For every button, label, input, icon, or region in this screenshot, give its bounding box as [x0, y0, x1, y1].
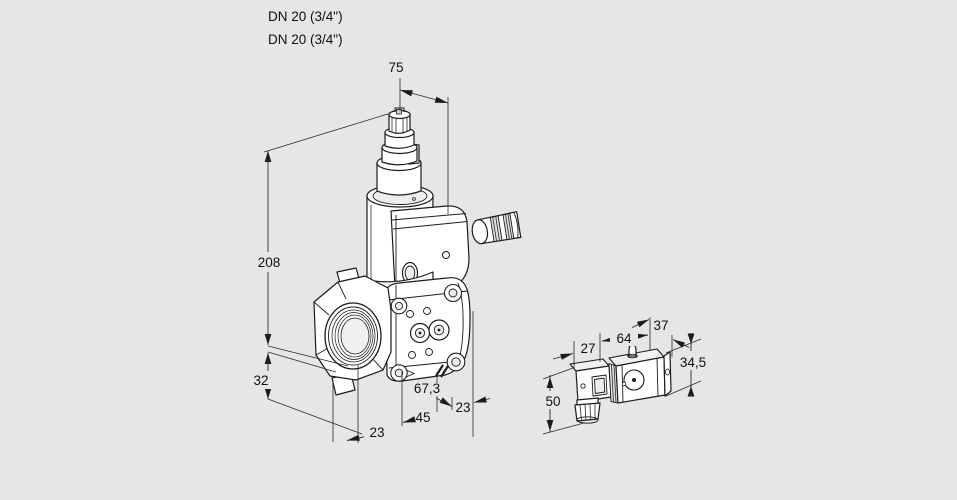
dn-size-label-2: DN 20 (3/4")	[268, 32, 343, 47]
dim-foot-mid-label: 45	[415, 410, 430, 425]
dim-stem-width-label: 75	[388, 60, 403, 75]
dim-port-axis-offset-label: 32	[253, 373, 268, 388]
dim-body-diagonal-label: 67,3	[414, 381, 440, 396]
valve-stem-housing	[376, 162, 422, 196]
valve-flange	[313, 267, 392, 396]
cable-gland-part	[471, 211, 522, 245]
dim-coil-height-label: 34,5	[680, 355, 706, 370]
dim-connector-height-label: 50	[545, 394, 560, 409]
valve-drawing	[313, 107, 522, 396]
coil-drawing	[569, 344, 672, 424]
coil-connector-block	[575, 365, 612, 403]
dim-foot-left-label: 23	[369, 425, 384, 440]
dim-coil-width-label: 37	[653, 318, 668, 333]
dim-overall-height-label: 208	[258, 255, 281, 270]
dim-coil-length-label: 64	[616, 331, 632, 346]
detail-view-dimensions: 27 64 37 34,5 50	[538, 317, 713, 435]
valve-body-bolts	[390, 283, 466, 382]
dim-connector-depth-label: 27	[580, 341, 595, 356]
valve-adjustment-cap	[388, 113, 411, 134]
main-view-dimensions: 75 208 32 23 45 67,	[246, 60, 491, 443]
dim-foot-right-label: 23	[455, 400, 470, 415]
dn-size-label-1: DN 20 (3/4")	[268, 9, 343, 24]
